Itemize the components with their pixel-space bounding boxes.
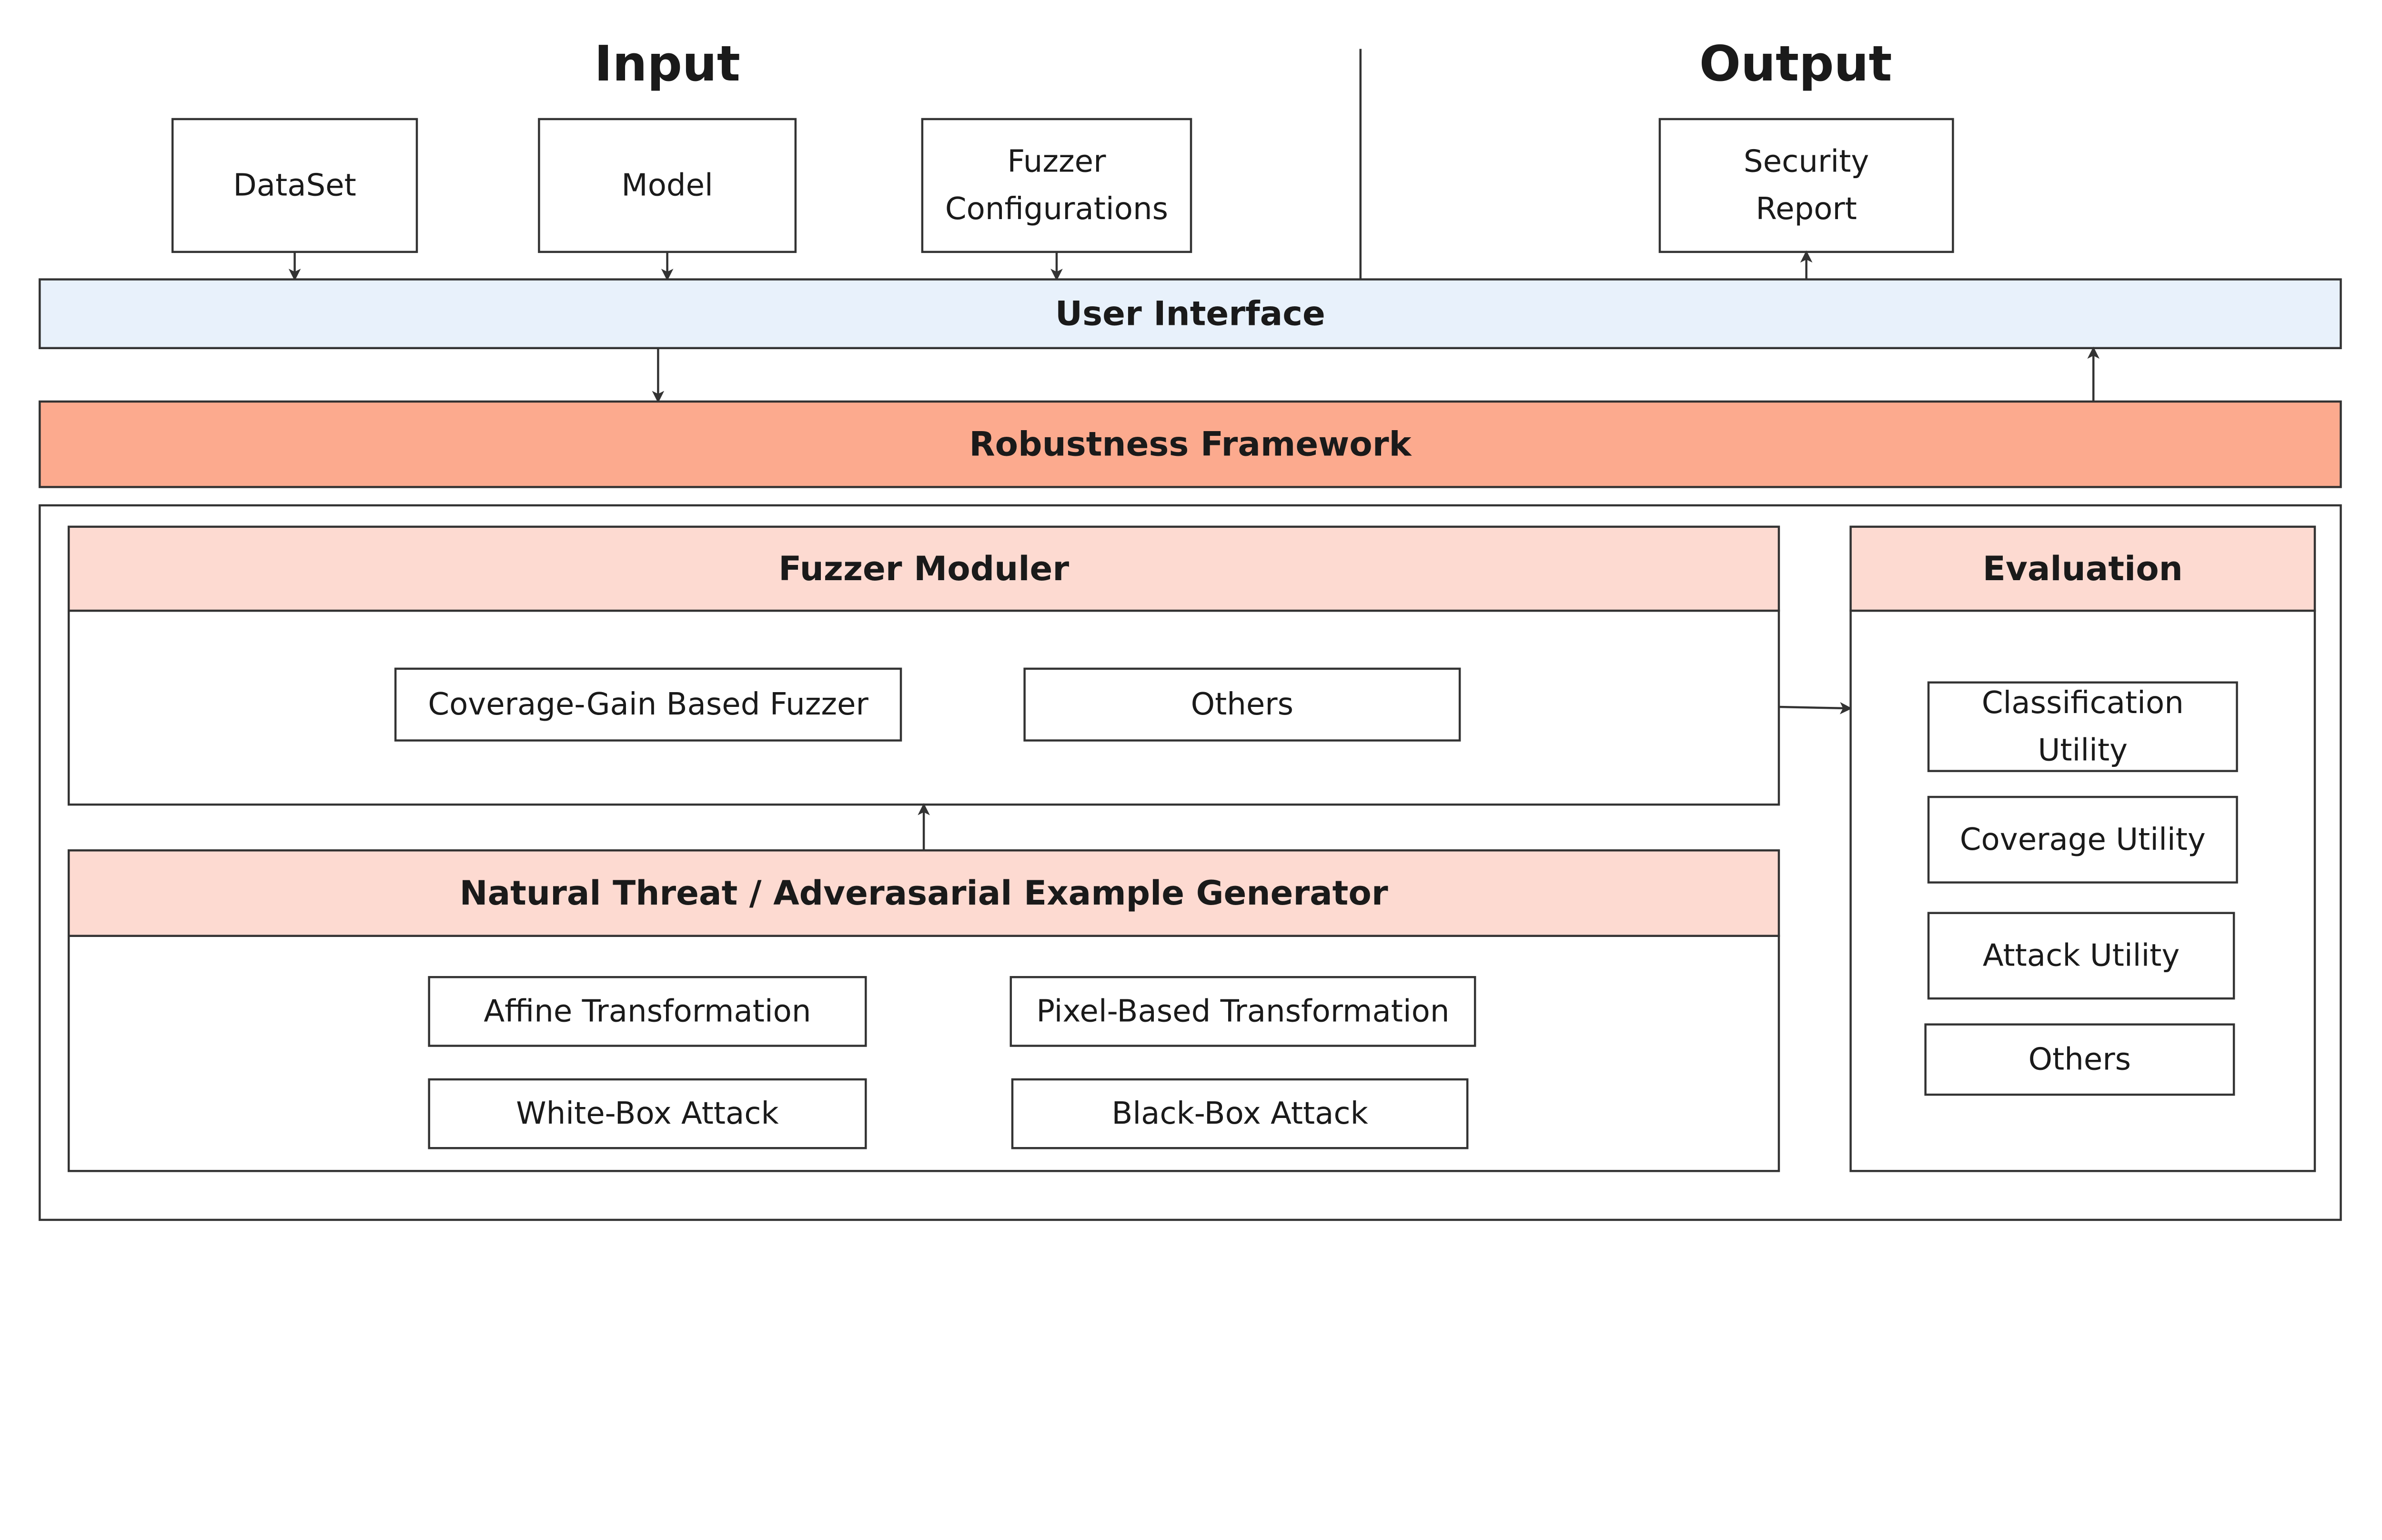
fuzzer-module-header-label-text: Fuzzer Moduler: [778, 549, 1069, 588]
evaluation-item-1-label-text: Coverage Utility: [1960, 822, 2206, 857]
fuzzer-item-1-label: Others: [1191, 687, 1293, 722]
input-box-2-label-text: Fuzzer: [1007, 144, 1106, 180]
input-title: Input: [594, 36, 740, 92]
generator-item-2-label: White-Box Attack: [516, 1096, 778, 1131]
generator-item-0-label-text: Affine Transformation: [484, 994, 811, 1029]
user-interface-bar-label-text: User Interface: [1055, 294, 1325, 333]
security-report-box: [1658, 118, 1954, 253]
generator-header-label: Natural Threat / Adverasarial Example Ge…: [460, 874, 1388, 913]
fuzzer-to-evaluation-arrow: [1778, 702, 1852, 715]
fuzzer-module-header: [67, 525, 1780, 612]
generator-item-1-label-text: Pixel-Based Transformation: [1036, 994, 1449, 1029]
evaluation-header-label-text: Evaluation: [1983, 549, 2183, 588]
fuzzer-item-1-label-text: Others: [1191, 687, 1293, 722]
input-box-2-label-text: Configurations: [945, 191, 1168, 227]
robustness-framework-bar-label: Robustness Framework: [969, 425, 1412, 464]
generator-item-1-label: Pixel-Based Transformation: [1036, 994, 1449, 1029]
fuzzer-item-1: [1023, 667, 1461, 742]
generator-item-1: [1009, 976, 1476, 1047]
evaluation-item-2-label-text: Attack Utility: [1983, 938, 2180, 973]
input-box-1: [538, 118, 797, 253]
output-title: Output: [1699, 36, 1892, 92]
fuzzer-item-0: [394, 667, 902, 742]
evaluation-item-2: [1927, 912, 2235, 1000]
evaluation-header: [1849, 525, 2316, 612]
evaluation-item-3-label-text: Others: [2029, 1042, 2131, 1077]
input-box-1-label: Model: [621, 168, 713, 203]
user-interface-bar: [39, 278, 2342, 350]
security-report-box-label-text: Security: [1744, 144, 1869, 180]
generator-item-2: [428, 1078, 867, 1149]
input-title-text: Input: [594, 36, 740, 92]
input-box-0-label-text: DataSet: [233, 168, 356, 203]
evaluation-item-1: [1927, 795, 2238, 884]
evaluation-item-3: [1924, 1023, 2235, 1096]
input-box-0-label: DataSet: [233, 168, 356, 203]
generator-header-label-text: Natural Threat / Adverasarial Example Ge…: [460, 874, 1388, 913]
generator-item-3: [1011, 1078, 1469, 1149]
security-report-box-label-text: Report: [1756, 191, 1857, 227]
evaluation-item-0-label-text: Classification: [1982, 685, 2184, 721]
evaluation-item-0-label-text: Utility: [2038, 733, 2128, 768]
user-interface-bar-label: User Interface: [1055, 294, 1325, 333]
generator-item-0: [428, 976, 867, 1047]
generator-item-2-label-text: White-Box Attack: [516, 1096, 778, 1131]
generator-item-3-label: Black-Box Attack: [1111, 1096, 1368, 1131]
evaluation-item-3-label: Others: [2029, 1042, 2131, 1077]
output-title-text: Output: [1699, 36, 1892, 92]
generator-body: [67, 935, 1780, 1172]
input-box-1-label-text: Model: [621, 168, 713, 203]
input-box-2: [921, 118, 1192, 253]
robustness-framework-bar: [39, 400, 2342, 488]
generator-item-0-label: Affine Transformation: [484, 994, 811, 1029]
fuzzer-item-0-label: Coverage-Gain Based Fuzzer: [428, 687, 868, 722]
evaluation-header-label: Evaluation: [1983, 549, 2183, 588]
fuzzer-module-body: [67, 609, 1780, 806]
generator-item-3-label-text: Black-Box Attack: [1111, 1096, 1368, 1131]
evaluation-item-1-label: Coverage Utility: [1960, 822, 2206, 857]
evaluation-item-0: [1927, 681, 2238, 772]
fuzzer-item-0-label-text: Coverage-Gain Based Fuzzer: [428, 687, 868, 722]
generator-header: [67, 849, 1780, 937]
fuzzer-module-header-label: Fuzzer Moduler: [778, 549, 1069, 588]
evaluation-item-2-label: Attack Utility: [1983, 938, 2180, 973]
robustness-framework-bar-label-text: Robustness Framework: [969, 425, 1412, 464]
